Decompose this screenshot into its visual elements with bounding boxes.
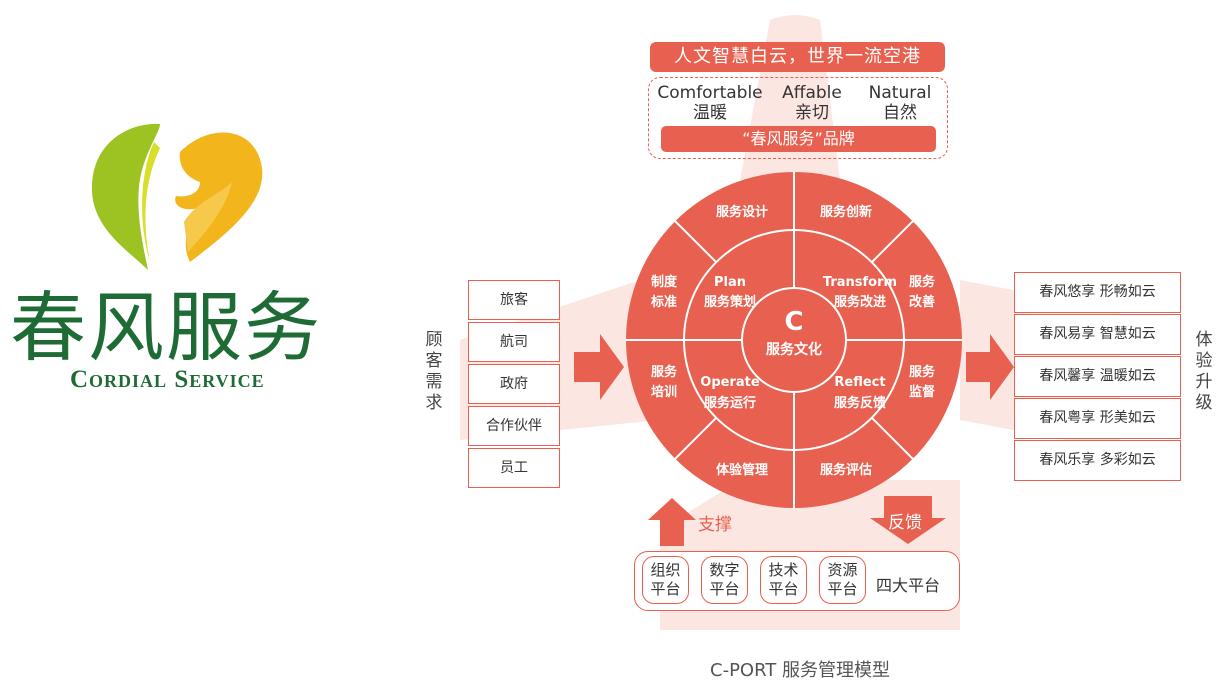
platform-item: 技术平台 xyxy=(760,556,807,604)
customer-item: 政府 xyxy=(468,364,560,404)
right-arrow-icon xyxy=(574,334,624,400)
inner-cn: 服务运行 xyxy=(704,395,756,411)
label-char: 升 xyxy=(1195,372,1213,392)
outer-segment-line1: 服务 xyxy=(651,364,678,380)
inner-en: Plan xyxy=(714,275,746,290)
center-text: 服务文化 xyxy=(766,341,822,358)
vision-banner: 人文智慧白云，世界一流空港 xyxy=(650,42,945,72)
trait-en: Natural xyxy=(868,83,932,103)
customer-needs-label: 顾 客 需 求 xyxy=(424,330,444,414)
platforms-title: 四大平台 xyxy=(876,576,941,595)
support-label: 支撑 xyxy=(698,515,732,535)
trait-natural: Natural 自然 xyxy=(845,83,955,123)
trait-affable: Affable 亲切 xyxy=(757,83,867,123)
outer-segment: 服务设计 xyxy=(716,204,768,220)
customer-item: 旅客 xyxy=(468,280,560,320)
experience-item: 春风馨享 温暖如云 xyxy=(1014,356,1181,397)
customer-item: 航司 xyxy=(468,322,560,362)
platform-line: 组织 xyxy=(650,561,681,579)
trait-cn: 亲切 xyxy=(795,103,829,123)
right-arrow-icon xyxy=(966,334,1014,400)
experience-item: 春风粤享 形美如云 xyxy=(1014,398,1181,439)
label-char: 需 xyxy=(425,372,443,392)
inner-en: Transform xyxy=(823,275,897,290)
platform-line: 数字 xyxy=(709,561,740,579)
center-circle xyxy=(741,287,847,393)
trait-en: Comfortable xyxy=(657,83,763,103)
logo-english-title: Cordial Service xyxy=(70,366,265,393)
label-char: 级 xyxy=(1195,393,1213,413)
platform-line: 平台 xyxy=(827,580,858,598)
experience-item: 春风乐享 多彩如云 xyxy=(1014,440,1181,481)
trait-cn: 温暖 xyxy=(693,103,727,123)
outer-segment: 服务评估 xyxy=(820,462,872,478)
label-char: 客 xyxy=(425,351,443,371)
label-char: 体 xyxy=(1195,330,1213,350)
outer-segment-line1: 服务 xyxy=(909,274,936,290)
inner-en: Operate xyxy=(700,375,760,390)
outer-segment-line2: 标准 xyxy=(650,294,677,310)
platform-line: 技术 xyxy=(768,561,799,579)
outer-segment: 体验管理 xyxy=(716,462,768,478)
platform-line: 资源 xyxy=(827,561,858,579)
platform-line: 平台 xyxy=(650,580,681,598)
platform-item: 数字平台 xyxy=(701,556,748,604)
experience-item: 春风易享 智慧如云 xyxy=(1014,314,1181,355)
inner-en: Reflect xyxy=(834,375,885,390)
feedback-down-arrow-icon xyxy=(870,496,946,544)
support-up-arrow-icon xyxy=(648,498,696,546)
trait-comfortable: Comfortable 温暖 xyxy=(655,83,765,123)
label-char: 验 xyxy=(1195,351,1213,371)
customer-item: 合作伙伴 xyxy=(468,406,560,446)
label-char: 求 xyxy=(425,393,443,413)
platform-line: 平台 xyxy=(768,580,799,598)
customer-item: 员工 xyxy=(468,448,560,488)
c-port-wheel: C 服务文化 Plan 服务策划 Transform 服务改进 Operate … xyxy=(626,172,962,508)
trait-en: Affable xyxy=(782,83,842,103)
outer-segment: 服务创新 xyxy=(820,204,872,220)
outer-segment-line2: 培训 xyxy=(651,384,677,400)
diagram-caption: C-PORT 服务管理模型 xyxy=(710,660,890,681)
platform-line: 平台 xyxy=(709,580,740,598)
platform-item: 资源平台 xyxy=(819,556,866,604)
outer-segment-line1: 制度 xyxy=(651,274,678,290)
center-letter: C xyxy=(784,307,803,337)
trait-cn: 自然 xyxy=(883,103,917,123)
brand-bar: “春风服务”品牌 xyxy=(661,126,936,152)
heart-hands-logo-icon xyxy=(91,123,263,270)
experience-upgrade-label: 体 验 升 级 xyxy=(1194,330,1214,414)
brand-values-box xyxy=(648,77,948,159)
inner-cn: 服务改进 xyxy=(834,294,886,310)
inner-cn: 服务反馈 xyxy=(834,395,886,411)
outer-segment-line1: 服务 xyxy=(909,364,936,380)
logo-chinese-title: 春风服务 xyxy=(10,283,322,372)
label-char: 顾 xyxy=(425,330,443,350)
platform-item: 组织平台 xyxy=(642,556,689,604)
feedback-label: 反馈 xyxy=(888,513,922,533)
outer-segment-line2: 改善 xyxy=(909,294,935,310)
outer-segment-line2: 监督 xyxy=(909,384,935,400)
experience-item: 春风悠享 形畅如云 xyxy=(1014,272,1181,313)
inner-cn: 服务策划 xyxy=(704,294,756,310)
